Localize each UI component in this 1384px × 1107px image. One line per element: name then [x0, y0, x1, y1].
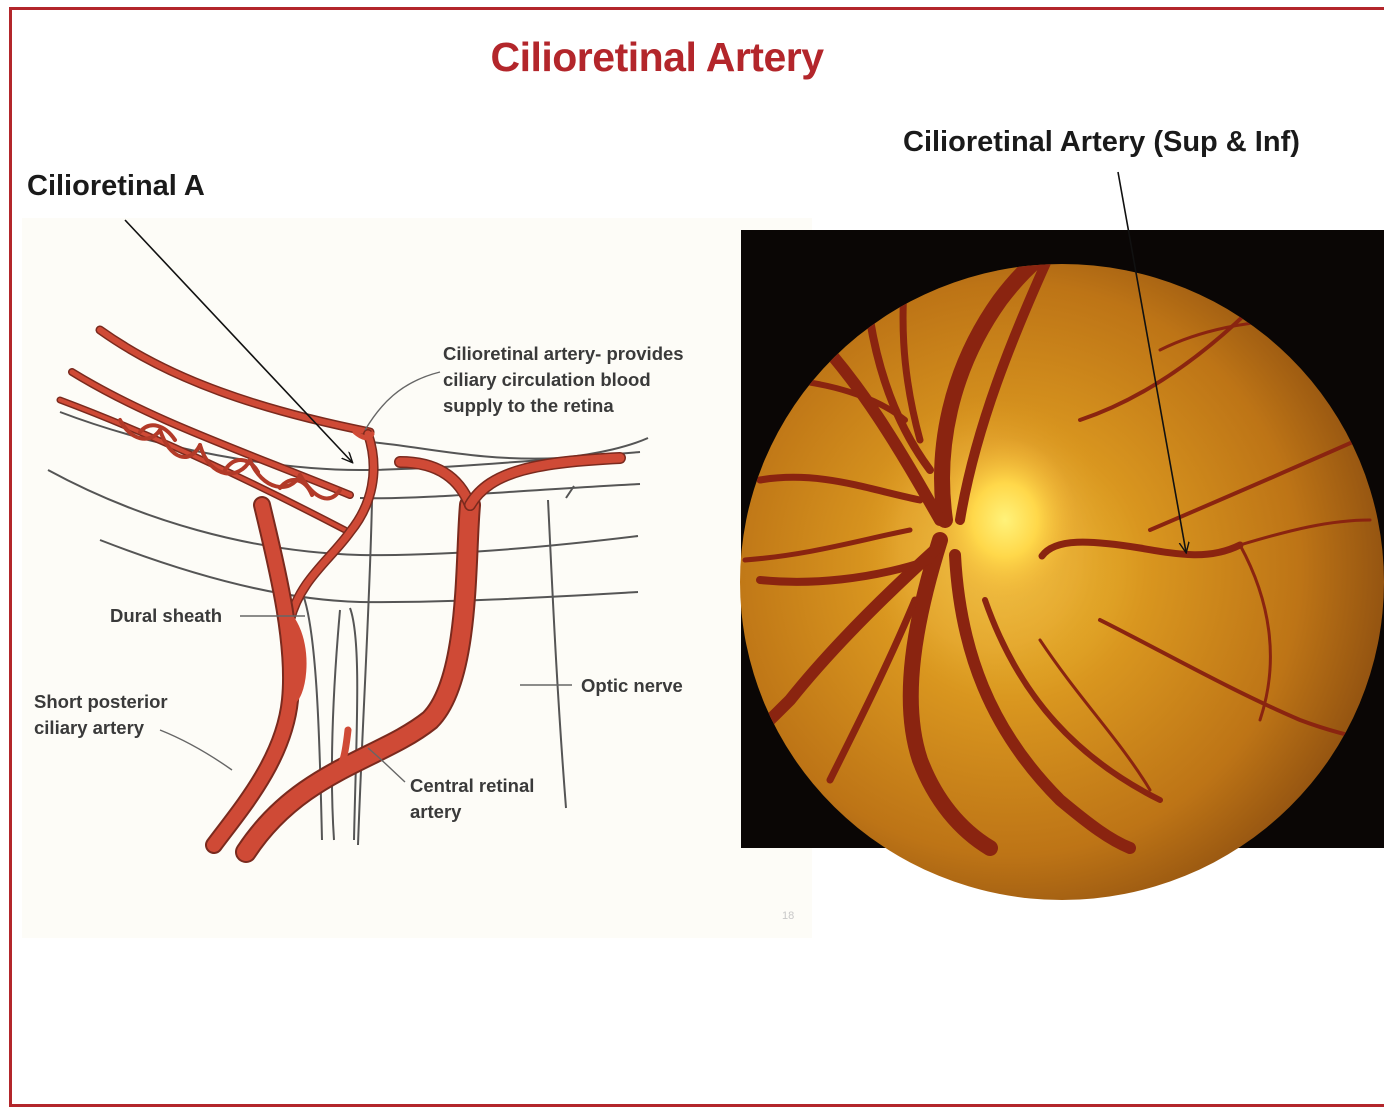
- optic-nerve-label: Optic nerve: [581, 675, 683, 696]
- fundus-photo: [740, 230, 1384, 900]
- diagram-panel: [22, 218, 812, 938]
- page-number: 18: [782, 910, 794, 922]
- dural-sheath-label: Dural sheath: [110, 605, 222, 626]
